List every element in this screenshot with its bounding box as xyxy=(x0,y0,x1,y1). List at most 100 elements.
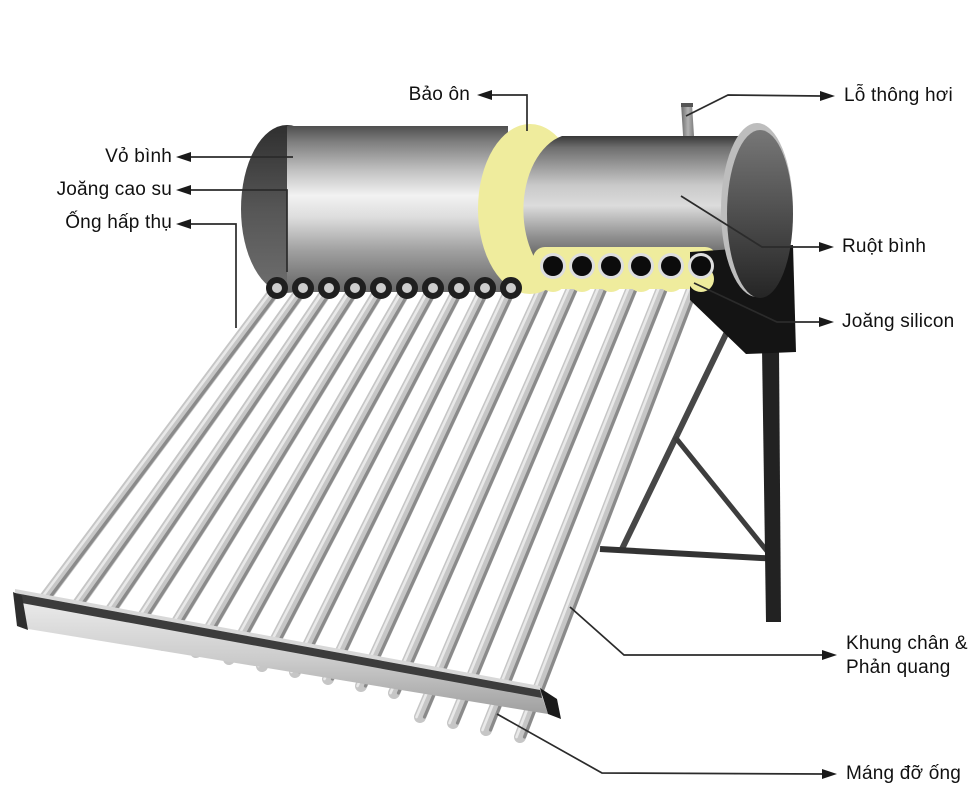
vacuum-tube xyxy=(297,286,492,674)
arrow-right-icon xyxy=(819,317,834,327)
tank-port-hole xyxy=(601,256,621,276)
vacuum-tube xyxy=(32,286,284,620)
rubber-gaskets xyxy=(266,277,522,299)
vacuum-tube xyxy=(123,282,361,644)
vacuum-tube xyxy=(223,282,439,665)
vacuum-tube xyxy=(488,264,678,732)
label-lo-thong-hoi: Lỗ thông hơi xyxy=(844,85,953,106)
callout-line-ong-hap-thu xyxy=(191,223,237,328)
vacuum-tube xyxy=(290,286,483,674)
vacuum-tube xyxy=(190,282,413,658)
vacuum-tube xyxy=(455,264,648,725)
label-joang-silicon: Joăng silicon xyxy=(842,311,955,332)
stand-diagonal-leg xyxy=(618,301,744,553)
tank-right-cap xyxy=(727,130,793,298)
rubber-gasket xyxy=(474,277,496,299)
rubber-gasket xyxy=(396,277,418,299)
vacuum-tube xyxy=(289,282,491,678)
callout-line-mang-do-ong xyxy=(496,713,823,775)
arrow-right-icon xyxy=(820,91,835,101)
vacuum-tube xyxy=(90,282,335,638)
tank-port-hole xyxy=(631,256,651,276)
stand-leg xyxy=(762,348,781,622)
vacuum-tube xyxy=(415,264,609,719)
vacuum-tube xyxy=(198,286,414,654)
vacuum-tube xyxy=(58,286,301,627)
rubber-gasket xyxy=(422,277,444,299)
vacuum-tube xyxy=(256,282,465,672)
vacuum-tube xyxy=(124,286,353,640)
trough-top-edge xyxy=(15,593,542,698)
callout-lines xyxy=(191,94,823,775)
vacuum-tube xyxy=(191,286,405,654)
arrow-left-icon xyxy=(176,185,191,195)
tank-port-hole xyxy=(661,256,681,276)
tank-port-hole xyxy=(572,256,592,276)
vacuum-tube xyxy=(363,264,560,688)
vacuum-tube xyxy=(389,264,580,695)
vacuum-tube xyxy=(323,286,509,681)
stand-brace-bottom xyxy=(599,546,780,562)
arrow-left-icon xyxy=(176,219,191,229)
callout-line-ruot-binh xyxy=(680,195,819,248)
tank-outer-shell xyxy=(287,126,508,292)
vacuum-tube xyxy=(330,286,518,681)
vacuum-tube xyxy=(515,264,699,739)
vacuum-tube xyxy=(447,260,647,729)
tank-port-hole xyxy=(543,256,563,276)
vacuum-tube xyxy=(157,282,387,651)
trough-left-end xyxy=(13,592,28,630)
rubber-gasket xyxy=(266,277,288,299)
label-ruot-binh: Ruột bình xyxy=(842,236,927,257)
silicone-seals-and-ports xyxy=(540,253,714,292)
vacuum-tube xyxy=(264,286,466,668)
vacuum-tube xyxy=(388,260,588,699)
rubber-gasket xyxy=(344,277,366,299)
vacuum-tube xyxy=(514,260,707,743)
vacuum-tube xyxy=(158,286,379,647)
label-vo-binh: Vỏ bình xyxy=(105,146,172,167)
vacuum-tube xyxy=(57,282,309,631)
vacuum-tube xyxy=(131,286,362,640)
callout-line-joang-cao-su xyxy=(191,189,288,272)
vent-pipe-cap xyxy=(681,103,693,107)
vacuum-tube xyxy=(224,286,431,661)
callout-line-khung-chan xyxy=(569,606,822,656)
label-joang-cao-su: Joăng cao su xyxy=(56,179,172,200)
callout-line-bao-on xyxy=(492,94,528,131)
rubber-gasket xyxy=(448,277,470,299)
vacuum-tube xyxy=(91,286,327,634)
arrow-left-icon xyxy=(176,152,191,162)
vacuum-tube-array xyxy=(24,260,708,743)
vacuum-tube xyxy=(414,260,617,723)
rubber-gasket xyxy=(292,277,314,299)
vacuum-tube xyxy=(98,286,336,634)
label-ong-hap-thu: Ống hấp thụ xyxy=(65,212,172,233)
label-bao-on: Bảo ôn xyxy=(408,84,470,105)
vacuum-tube xyxy=(480,260,677,736)
rubber-gasket xyxy=(370,277,392,299)
callout-arrowheads xyxy=(176,90,837,779)
vacuum-tube xyxy=(25,286,275,620)
trough-right-end xyxy=(540,688,561,719)
vacuum-tube xyxy=(257,286,457,668)
vacuum-tube xyxy=(24,282,283,624)
vacuum-tube xyxy=(422,264,618,719)
tube-trough xyxy=(13,589,561,719)
callout-line-lo-thong-hoi xyxy=(685,94,821,117)
callout-line-joang-silicon xyxy=(693,282,819,323)
vacuum-tube xyxy=(355,260,559,692)
tank-port-hole xyxy=(691,256,711,276)
label-khung-chan-phan-quang: Khung chân & Phản quang xyxy=(846,632,968,680)
vacuum-tube xyxy=(231,286,440,661)
vacuum-tube xyxy=(65,286,310,627)
vacuum-tube xyxy=(322,282,517,685)
vacuum-tube xyxy=(356,264,551,688)
arrow-right-icon xyxy=(822,769,837,779)
vacuum-tube xyxy=(481,264,669,732)
vacuum-tube xyxy=(448,264,639,725)
label-khung-chan-line1: Khung chân & xyxy=(846,633,968,654)
arrow-right-icon xyxy=(822,650,837,660)
arrow-left-icon xyxy=(477,90,492,100)
